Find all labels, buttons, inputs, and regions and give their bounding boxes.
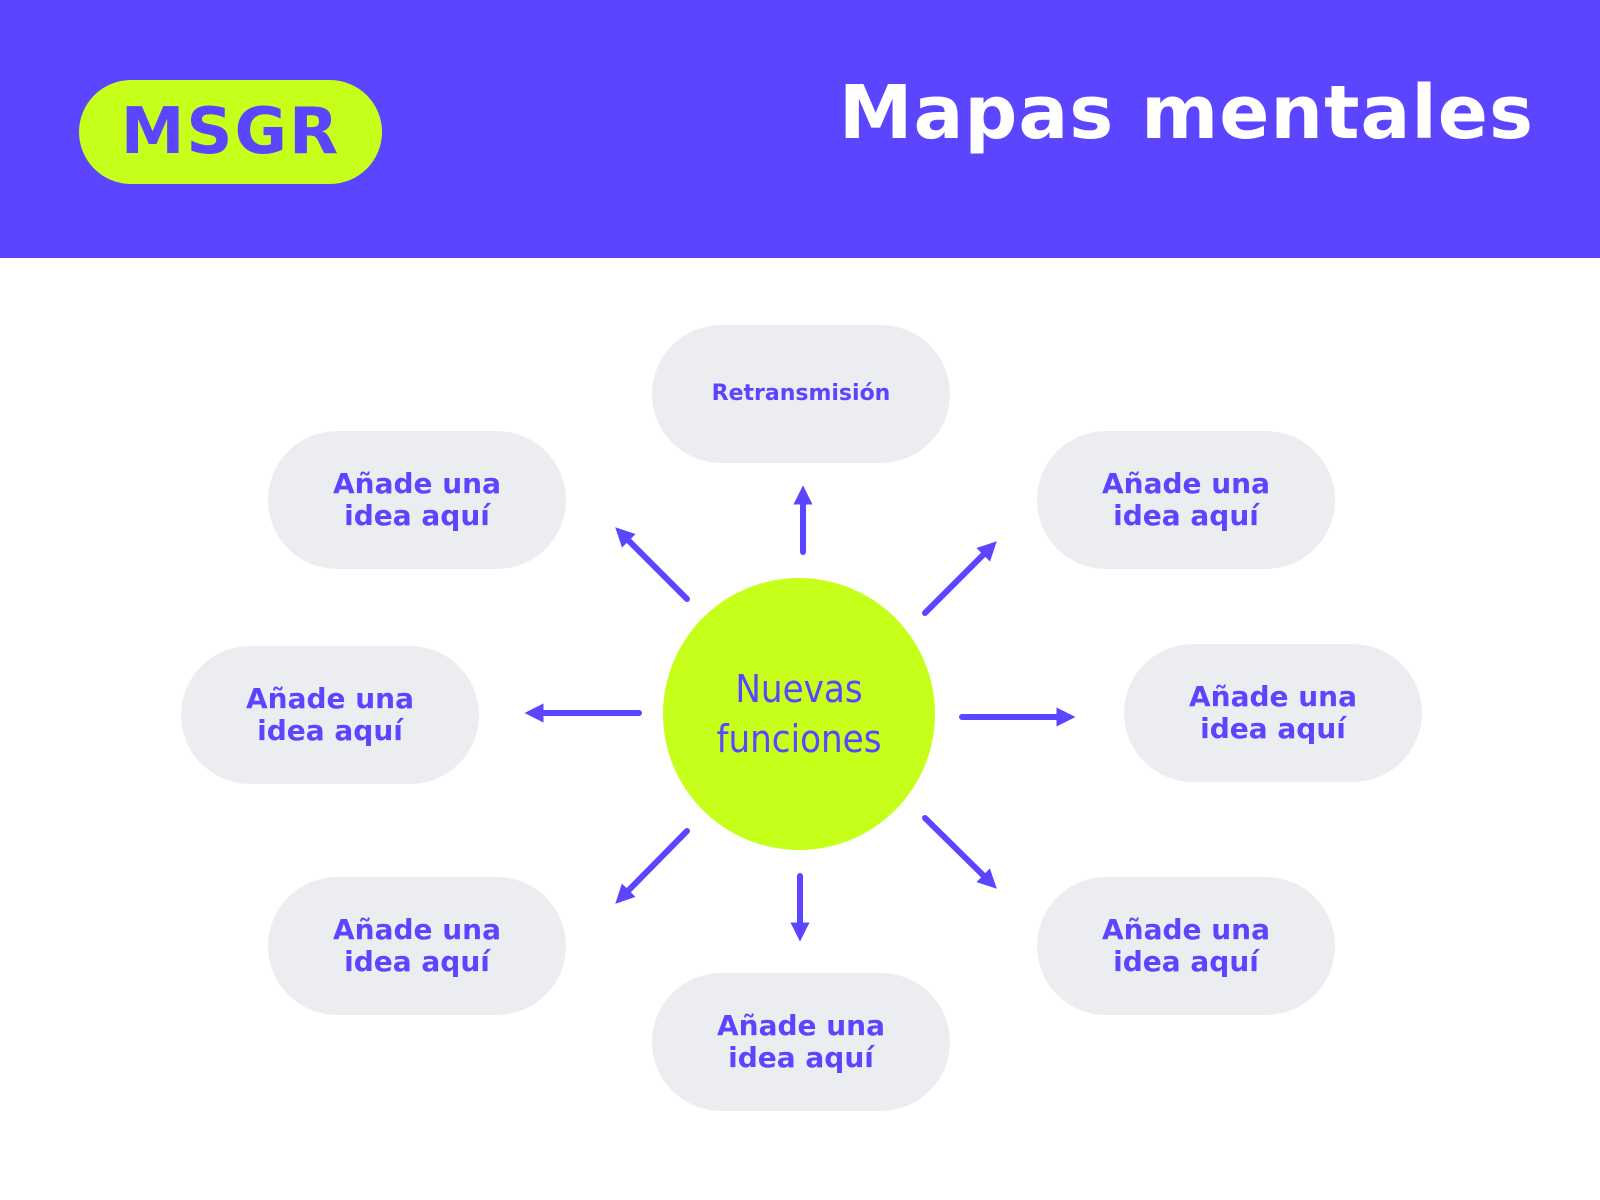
idea-node-top-left: Añade una idea aquí [268, 431, 566, 569]
idea-node-right: Añade una idea aquí [1124, 644, 1422, 782]
arrow-top-left [615, 527, 690, 602]
idea-node-top-right: Añade una idea aquí [1037, 431, 1335, 569]
arrow-bottom-right [922, 815, 997, 889]
arrow-bottom-left [615, 828, 690, 904]
idea-node-bottom: Añade una idea aquí [652, 973, 950, 1111]
idea-node-label: Añade una idea aquí [1101, 913, 1271, 978]
idea-node-label: Añade una idea aquí [1188, 680, 1358, 745]
idea-node-label: Añade una idea aquí [245, 682, 415, 747]
logo-text: MSGR [120, 95, 341, 169]
idea-node-bottom-left: Añade una idea aquí [268, 877, 566, 1015]
idea-node-bottom-right: Añade una idea aquí [1037, 877, 1335, 1015]
header-banner: MSGR Mapas mentales [0, 0, 1600, 258]
idea-node-label: Añade una idea aquí [332, 913, 502, 978]
page-title: Mapas mentales [838, 70, 1534, 156]
central-topic-label: Nuevas funciones [716, 667, 882, 761]
idea-node-label: Añade una idea aquí [332, 467, 502, 532]
idea-node-label: Retransmisión [711, 381, 891, 406]
idea-node-top: Retransmisión [652, 325, 950, 463]
central-topic: Nuevas funciones [663, 578, 935, 850]
arrow-top-right [922, 541, 997, 616]
brand-logo: MSGR [79, 80, 382, 184]
idea-node-label: Añade una idea aquí [1101, 467, 1271, 532]
idea-node-label: Añade una idea aquí [716, 1009, 886, 1074]
idea-node-left: Añade una idea aquí [181, 646, 479, 784]
